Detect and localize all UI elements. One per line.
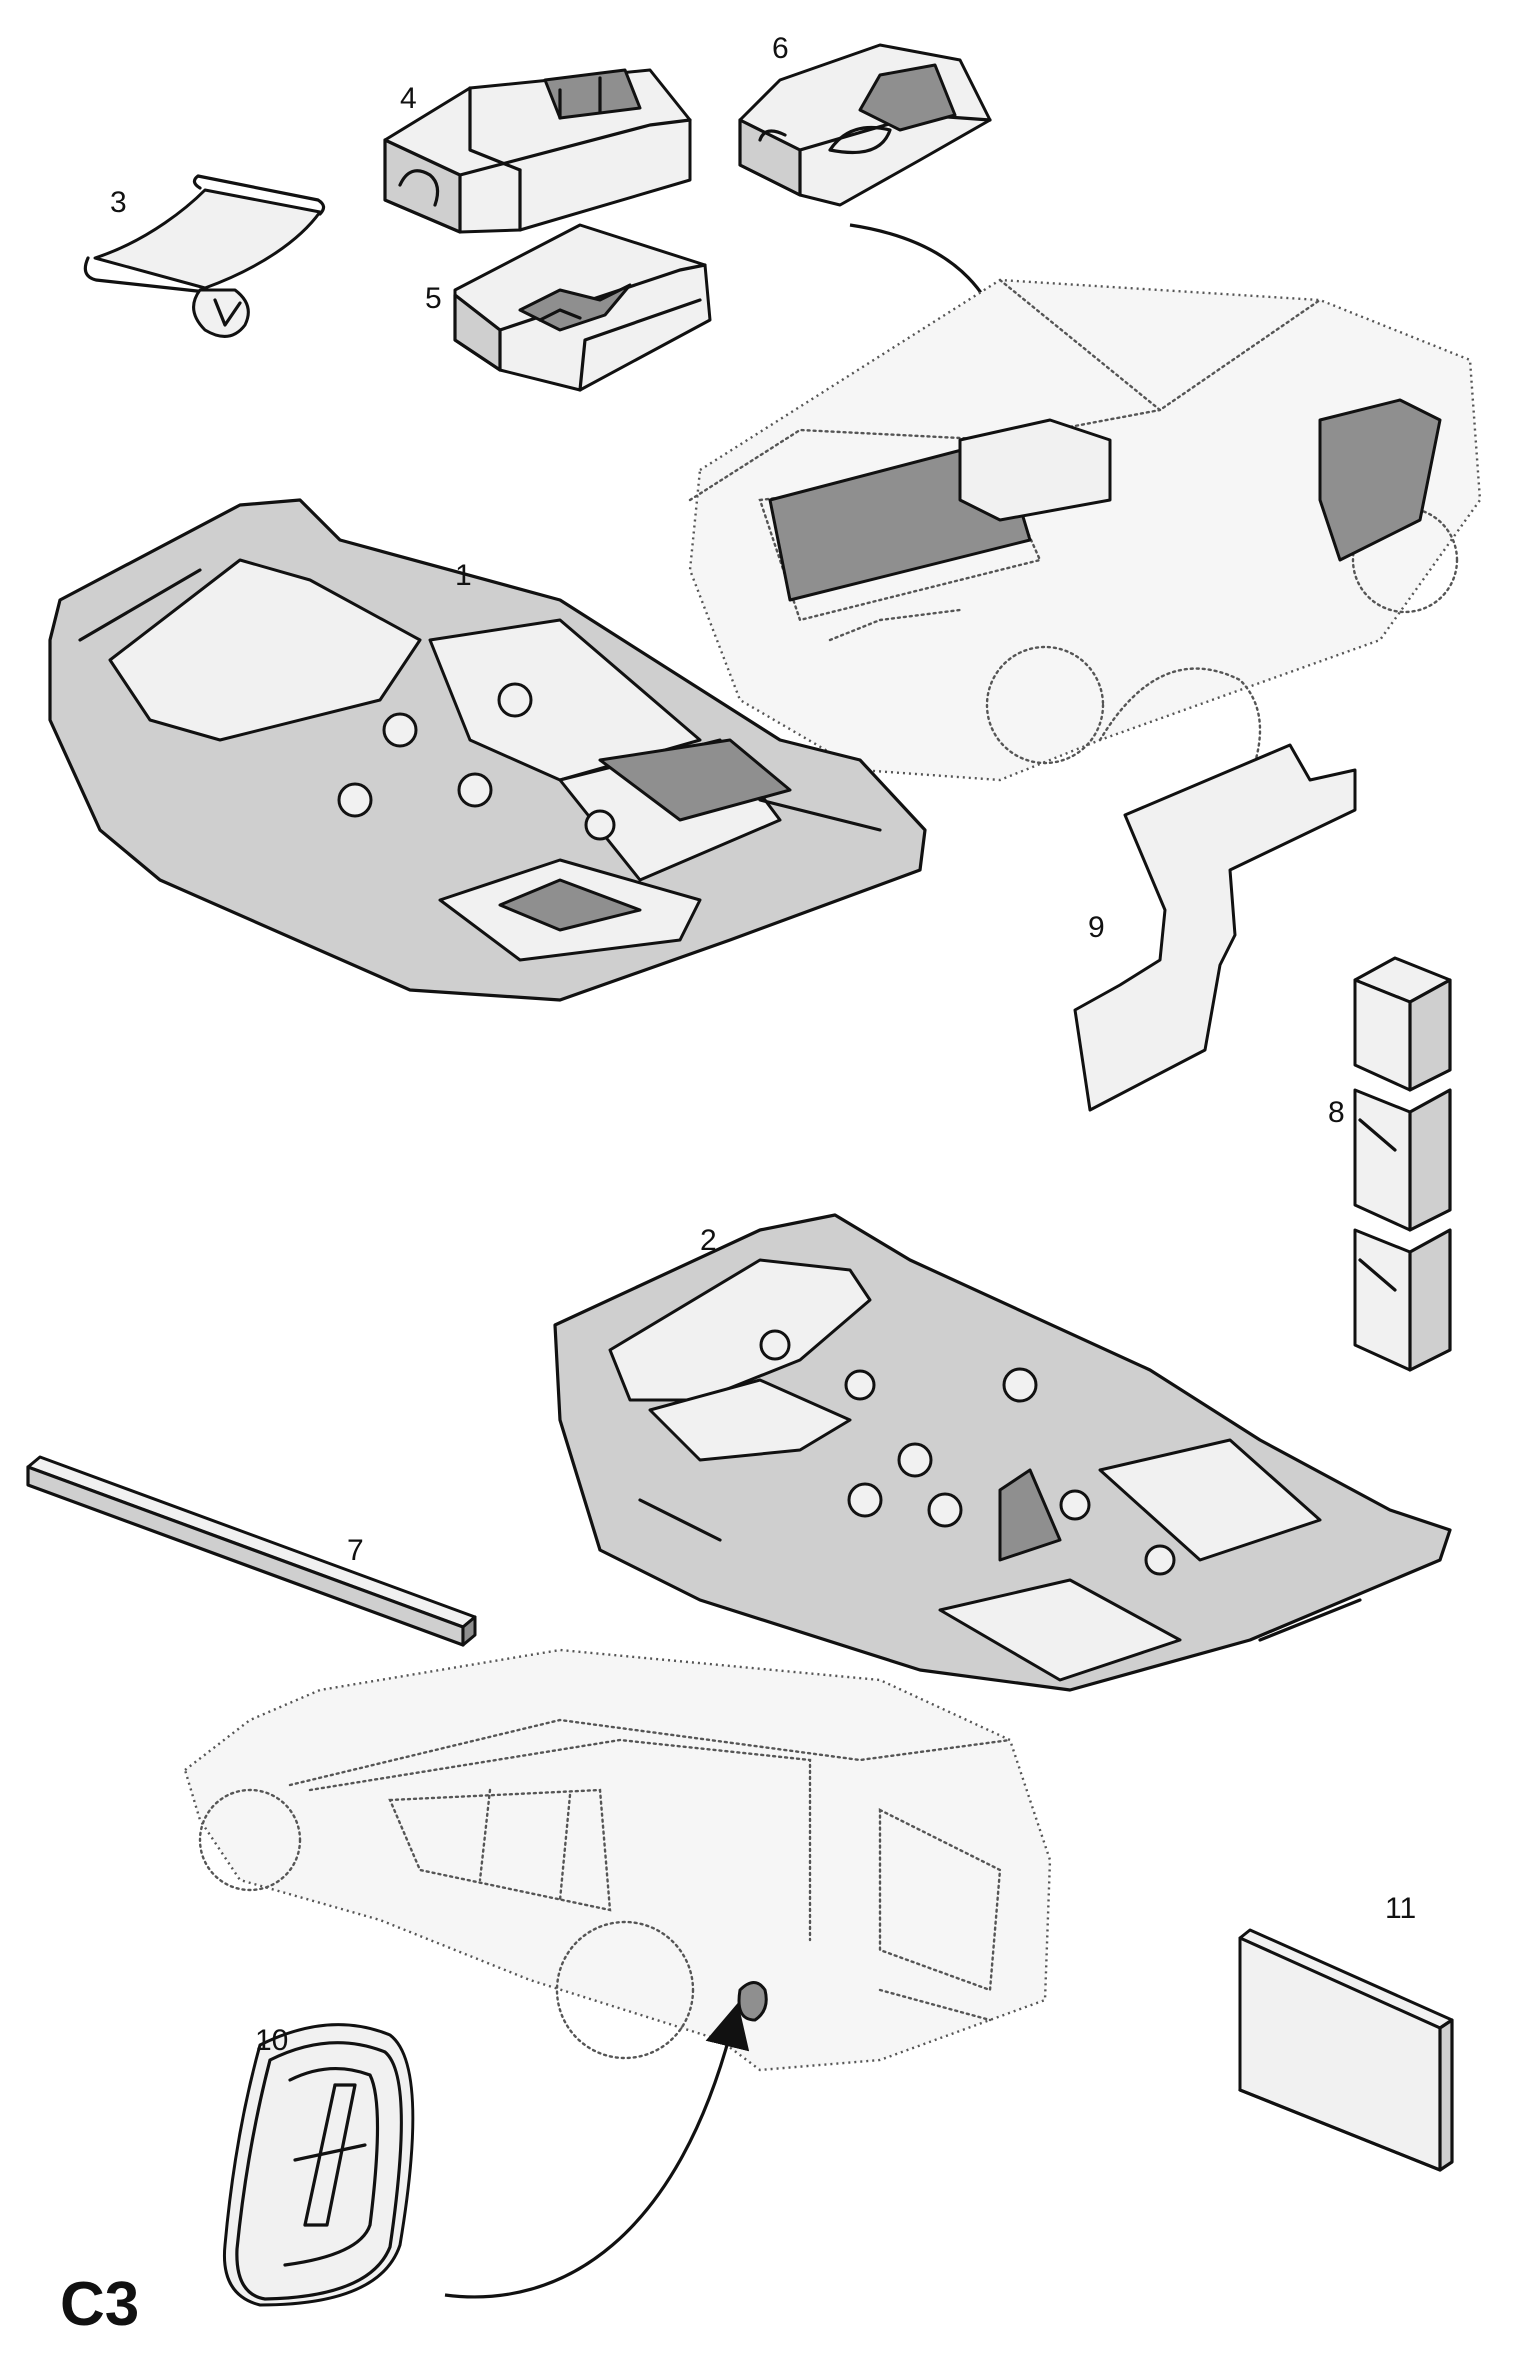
part-1-underbody-panel bbox=[48, 498, 927, 1002]
part-5-insulator bbox=[453, 223, 712, 392]
callout-2: 2 bbox=[700, 1224, 717, 1257]
callout-8: 8 bbox=[1328, 1096, 1345, 1129]
callout-9: 9 bbox=[1088, 911, 1105, 944]
part-9-side-panel bbox=[1073, 743, 1357, 1112]
callout-1: 1 bbox=[455, 559, 472, 592]
part-6-insulator bbox=[738, 43, 992, 207]
callout-4: 4 bbox=[400, 82, 417, 115]
part-4-tunnel-insulator bbox=[383, 68, 692, 234]
part-8-foam-blocks bbox=[1353, 956, 1452, 1372]
callout-10: 10 bbox=[255, 2024, 288, 2057]
callout-11: 11 bbox=[1385, 1892, 1416, 1925]
part-2-underbody-panel bbox=[553, 1213, 1452, 1692]
hatchback-car bbox=[688, 278, 1482, 802]
part-3-clip bbox=[83, 174, 326, 338]
callout-5: 5 bbox=[425, 282, 442, 315]
callout-6: 6 bbox=[772, 32, 789, 65]
arrow-10-to-car bbox=[444, 2002, 750, 2299]
part-7-strip bbox=[26, 1455, 477, 1647]
callout-7: 7 bbox=[347, 1534, 364, 1567]
callout-3: 3 bbox=[110, 186, 127, 219]
diagram-code: C3 bbox=[60, 2270, 139, 2339]
part-11-pad bbox=[1238, 1928, 1454, 2172]
part-10-cover bbox=[222, 2023, 415, 2307]
estate-car bbox=[183, 1648, 1052, 2072]
